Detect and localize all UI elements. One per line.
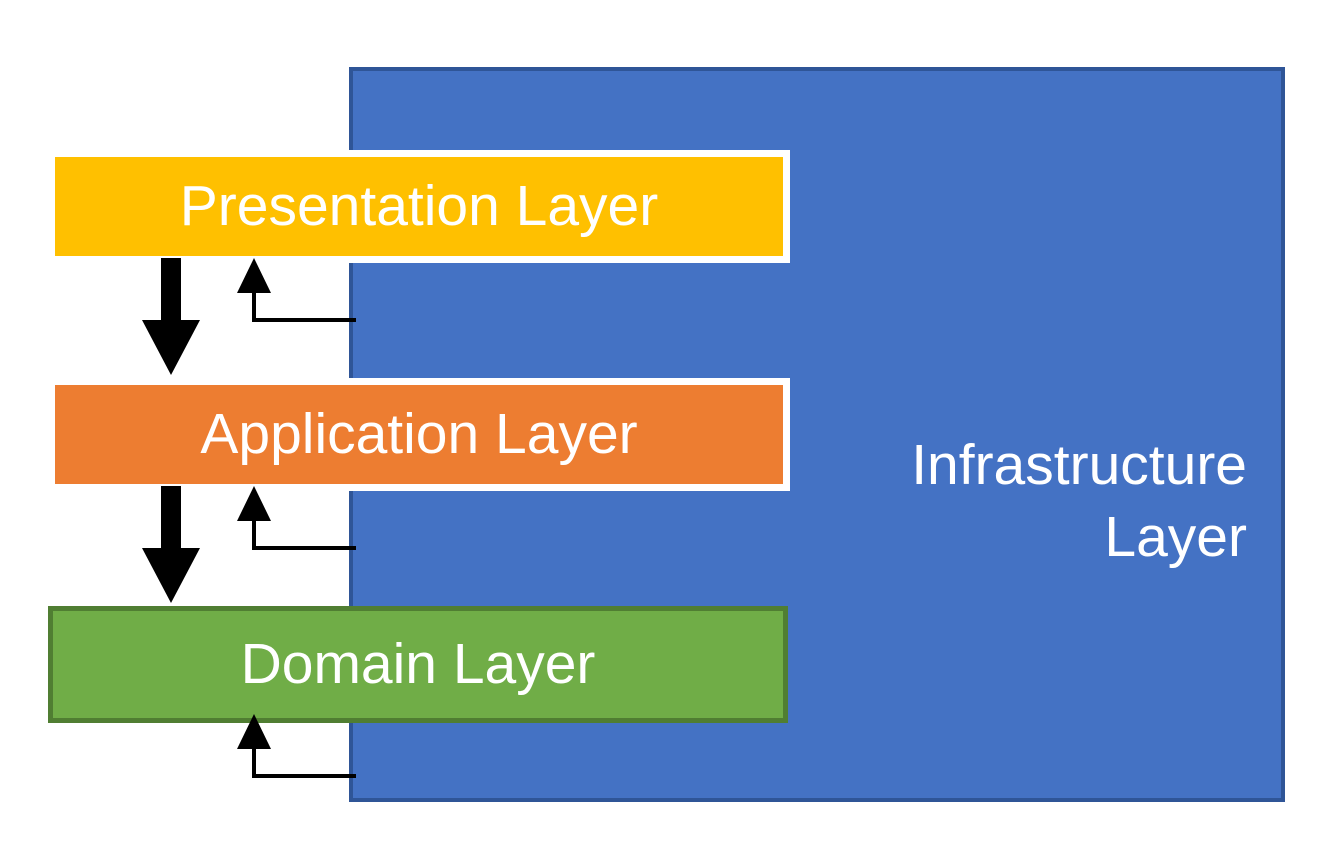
infrastructure-layer-label: Infrastructure Layer [911, 433, 1247, 569]
arrow-infrastructure-to-application-icon [228, 486, 358, 556]
domain-layer-box[interactable]: Domain Layer [48, 606, 788, 723]
domain-layer-label: Domain Layer [240, 632, 596, 696]
application-layer-label: Application Layer [200, 402, 638, 466]
presentation-layer-label: Presentation Layer [179, 174, 659, 238]
arrow-application-to-domain-icon [141, 486, 201, 604]
application-layer-box[interactable]: Application Layer [48, 378, 790, 491]
presentation-layer-box[interactable]: Presentation Layer [48, 150, 790, 263]
arrow-presentation-to-application-icon [141, 258, 201, 376]
arrow-infrastructure-to-presentation-icon [228, 258, 358, 328]
arrow-infrastructure-to-domain-icon [228, 714, 358, 784]
